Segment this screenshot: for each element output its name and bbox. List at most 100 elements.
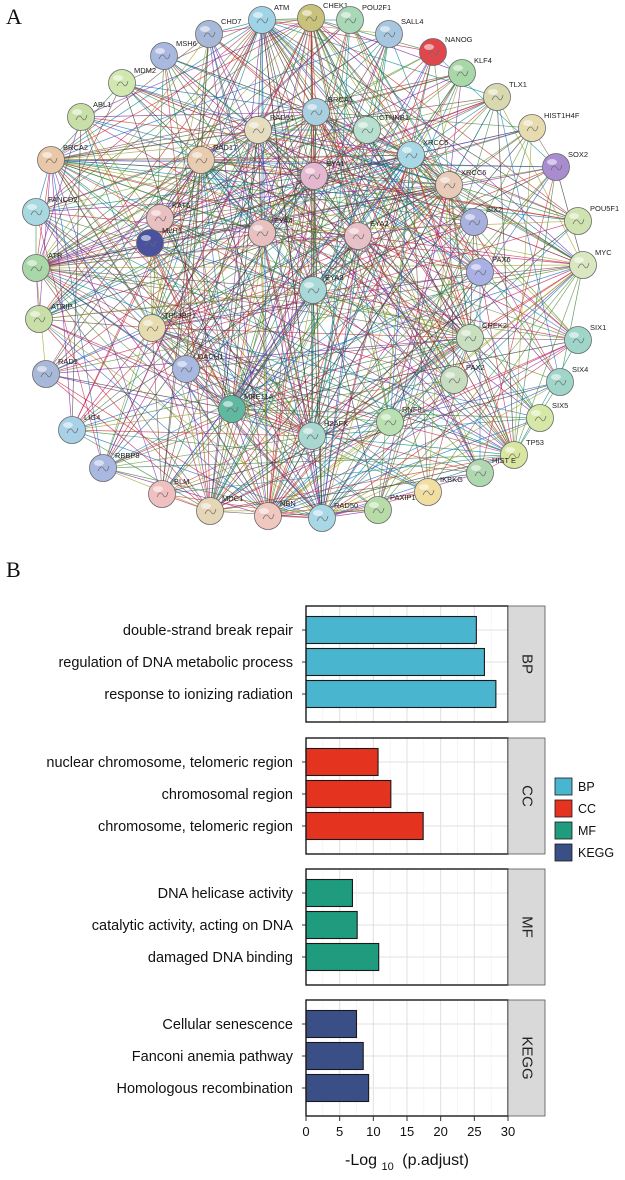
- node-highlight: [440, 177, 450, 183]
- network-edge: [121, 82, 259, 131]
- network-edge: [50, 17, 312, 161]
- network-edge: [312, 127, 533, 291]
- network-node: MLH1: [136, 226, 182, 257]
- network-node: RAD1: [32, 357, 78, 388]
- network-node: XRCC5: [397, 138, 448, 169]
- node-structure-glyph: [226, 406, 239, 413]
- node-structure-glyph: [550, 164, 563, 171]
- network-edge: [377, 96, 498, 511]
- network-edge: [267, 271, 481, 517]
- network-edge: [231, 129, 259, 410]
- node-highlight: [465, 214, 475, 220]
- node-structure-glyph: [383, 31, 396, 38]
- network-edge: [261, 19, 515, 456]
- network-edge: [261, 19, 481, 273]
- network-edge: [163, 55, 259, 131]
- node-label: PAX6: [492, 255, 511, 264]
- node-highlight: [569, 213, 579, 219]
- network-node: CHEK1: [297, 1, 348, 32]
- network-edge: [231, 19, 351, 410]
- network-edge: [38, 318, 211, 512]
- node-highlight: [42, 152, 52, 158]
- network-node: BRCA2: [37, 143, 88, 174]
- network-edge: [469, 337, 541, 419]
- node-label: MDM2: [134, 66, 156, 75]
- network-edge: [50, 159, 475, 223]
- network-edge: [102, 435, 313, 469]
- network-edge: [261, 19, 579, 341]
- node-highlight: [200, 26, 210, 32]
- category-label: response to ionizing radiation: [104, 687, 293, 703]
- node-highlight: [488, 89, 498, 95]
- node-structure-glyph: [144, 240, 157, 247]
- network-edge: [267, 154, 412, 517]
- node-label: HIST E: [492, 456, 516, 465]
- x-tick-label: 25: [467, 1124, 481, 1139]
- network-edge: [50, 159, 73, 431]
- network-edge: [35, 17, 312, 213]
- network-node: EYA4: [248, 216, 293, 247]
- network-node: EYA2: [344, 219, 389, 250]
- x-tick-label: 10: [366, 1124, 380, 1139]
- network-node: MDM2: [108, 66, 156, 97]
- network-node: RAD17: [187, 143, 237, 174]
- network-node: CTNNB1: [353, 113, 409, 144]
- node-structure-glyph: [352, 233, 365, 240]
- network-edge: [311, 166, 557, 437]
- node-highlight: [72, 109, 82, 115]
- node-structure-glyph: [30, 209, 43, 216]
- node-highlight: [177, 361, 187, 367]
- network-edge: [513, 339, 579, 456]
- node-highlight: [531, 410, 541, 416]
- network-edge: [35, 211, 471, 339]
- network-node: PAX6: [466, 255, 511, 286]
- node-structure-glyph: [405, 152, 418, 159]
- network-edge: [35, 211, 104, 469]
- network-edge: [559, 264, 584, 383]
- node-label: POU5F1: [590, 204, 619, 213]
- network-edge: [267, 33, 390, 517]
- network-edge: [200, 159, 269, 517]
- category-label: chromosome, telomeric region: [98, 819, 293, 835]
- node-label: CHEK2: [482, 321, 507, 330]
- network-edge: [35, 267, 323, 519]
- network-edge: [321, 271, 481, 519]
- node-structure-glyph: [307, 287, 320, 294]
- network-edge: [35, 267, 579, 341]
- node-label: XRCC6: [461, 168, 486, 177]
- network-edge: [310, 17, 481, 474]
- network-node: TP53BP1: [138, 311, 196, 342]
- network-edge: [38, 175, 315, 320]
- network-edge: [38, 289, 314, 320]
- network-edge: [209, 421, 391, 512]
- network-edge: [209, 235, 359, 512]
- network-edge: [377, 221, 475, 511]
- network-edge: [321, 51, 434, 519]
- node-structure-glyph: [203, 31, 216, 38]
- node-structure-glyph: [256, 230, 269, 237]
- network-edge: [50, 159, 450, 186]
- node-label: BRCA2: [63, 143, 88, 152]
- node-structure-glyph: [554, 379, 567, 386]
- network-edge: [50, 96, 498, 161]
- network-edge: [315, 33, 390, 113]
- category-label: damaged DNA binding: [148, 950, 293, 966]
- node-label: RAD17: [213, 143, 237, 152]
- network-edge: [50, 129, 368, 161]
- network-edge: [163, 55, 314, 291]
- network-edge: [149, 154, 412, 244]
- network-edge: [208, 33, 481, 273]
- network-edge: [149, 242, 313, 437]
- node-label: NANOG: [445, 35, 473, 44]
- node-structure-glyph: [30, 265, 43, 272]
- network-node: ATM: [248, 3, 289, 34]
- network-edge: [231, 289, 314, 410]
- node-highlight: [27, 204, 37, 210]
- network-edge: [71, 116, 82, 431]
- network-edge: [35, 235, 359, 269]
- node-highlight: [358, 122, 368, 128]
